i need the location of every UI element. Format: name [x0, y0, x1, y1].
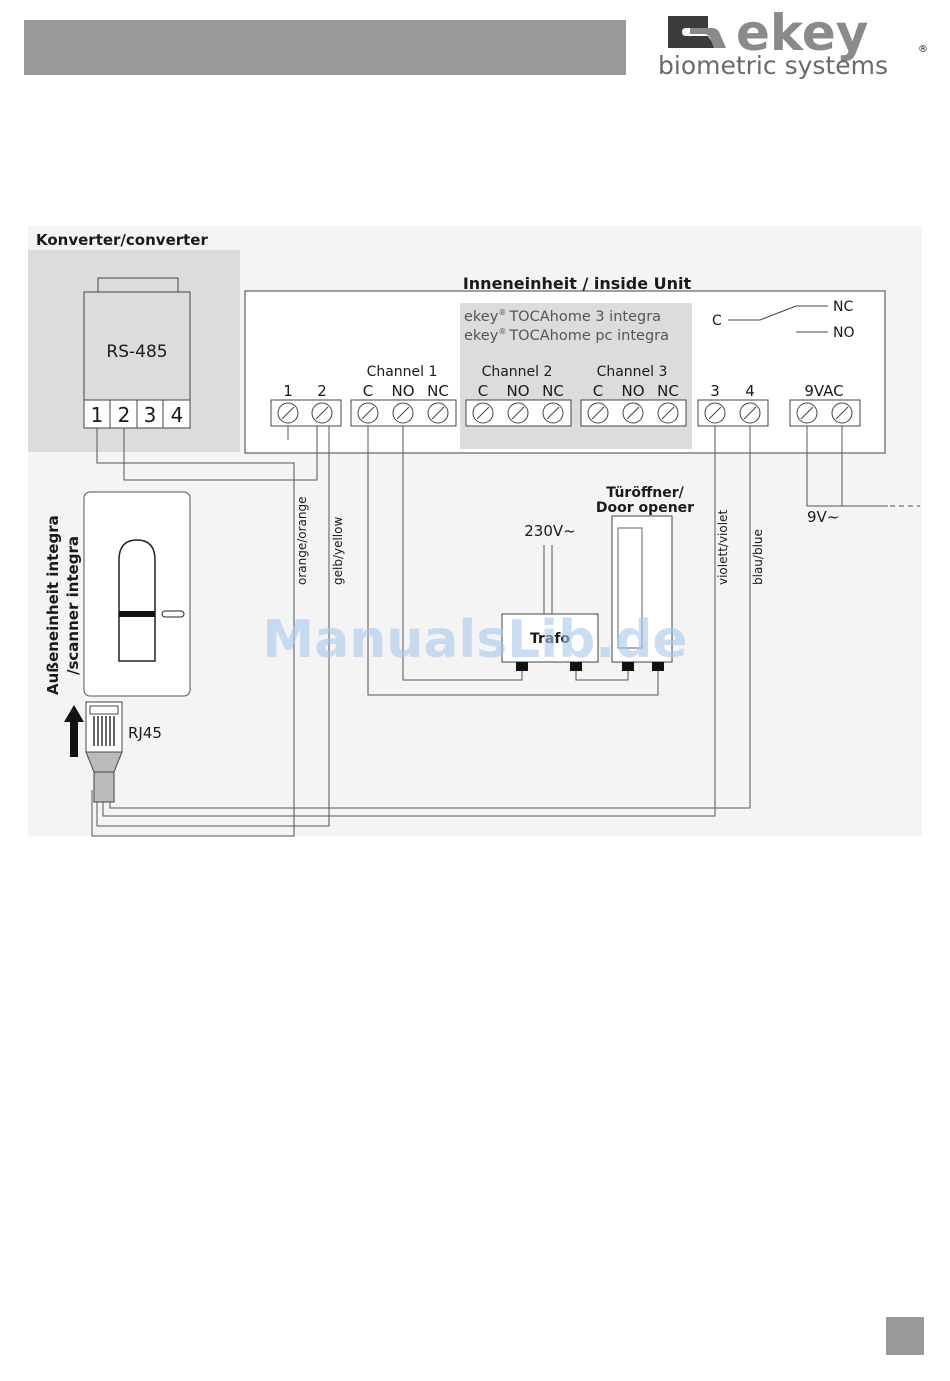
- model-1-mark: ®: [498, 308, 506, 317]
- converter-top-cap: [97, 277, 179, 293]
- screw-slot: [626, 406, 640, 420]
- transformer-label: Trafo: [530, 631, 570, 647]
- screw-slot: [396, 406, 410, 420]
- power-label: 9VAC: [804, 382, 843, 400]
- transformer-box: [501, 613, 599, 663]
- supply-label: 9V~: [807, 508, 839, 526]
- screw-slot: [708, 406, 722, 420]
- model-2-brand: ekey: [464, 328, 499, 344]
- rs485-label: RS-485: [106, 342, 167, 362]
- model-2-name: TOCAhome pc integra: [508, 328, 669, 344]
- ch2-c-label: C: [478, 382, 488, 400]
- opener-pin-2: [652, 662, 664, 671]
- wire-ch1-no: [402, 426, 523, 681]
- relay-switch-arm: [759, 305, 797, 321]
- converter-title: Konverter/converter: [36, 231, 208, 249]
- opener-pin-1: [622, 662, 634, 671]
- rj45-label: RJ45: [128, 724, 162, 742]
- converter-terminal-4: 4: [171, 403, 184, 427]
- door-opener-title-de: Türöffner/: [606, 485, 684, 501]
- tagline-text: biometric systems: [658, 51, 888, 80]
- converter-terminal-1: 1: [91, 403, 104, 427]
- screw-slot: [431, 406, 445, 420]
- channel-1-label: Channel 1: [367, 364, 438, 380]
- wire-label-yellow: gelb/yellow: [331, 517, 345, 585]
- wire-yellow: [96, 426, 330, 827]
- ch1-c-label: C: [363, 382, 373, 400]
- ch1-no-label: NO: [391, 382, 414, 400]
- ch2-nc-label: NC: [542, 382, 564, 400]
- converter-terminal-2: 2: [118, 403, 131, 427]
- screw-slot: [315, 406, 329, 420]
- relay-no-label: NO: [833, 325, 855, 341]
- terminal-label-3: 3: [710, 382, 720, 400]
- header-bar: [24, 20, 626, 75]
- model-line-1: ekey®TOCAhome 3 integra: [464, 308, 661, 325]
- registered-mark: ®: [918, 44, 928, 55]
- ekey-logo-mark: [668, 16, 726, 48]
- channel-3-label: Channel 3: [597, 364, 668, 380]
- screw-slot: [361, 406, 375, 420]
- screw-slot: [591, 406, 605, 420]
- rj45-connector: [85, 701, 123, 803]
- screw-slot: [281, 406, 295, 420]
- wire-violet: [102, 426, 716, 817]
- relay-nc-label: NC: [833, 299, 853, 315]
- channel-2-label: Channel 2: [482, 364, 553, 380]
- ch3-c-label: C: [593, 382, 603, 400]
- up-arrow-icon: [64, 705, 84, 757]
- screw-slot: [546, 406, 560, 420]
- screw-slot: [743, 406, 757, 420]
- scanner-title-de: Außeneinheit integra: [44, 515, 62, 695]
- page-corner-tab: [886, 1317, 924, 1355]
- relay-common-label: C: [712, 313, 722, 329]
- inside-unit-title: Inneneinheit / inside Unit: [463, 274, 692, 293]
- connector-pins: [516, 662, 664, 671]
- screw-slot: [800, 406, 814, 420]
- converter-terminal-3: 3: [144, 403, 157, 427]
- screw-slot: [661, 406, 675, 420]
- ch3-no-label: NO: [621, 382, 644, 400]
- model-1-name: TOCAhome 3 integra: [508, 309, 661, 325]
- door-opener-title-en: Door opener: [596, 500, 694, 516]
- terminal-label-4: 4: [745, 382, 755, 400]
- wire-label-blue: blau/blue: [751, 529, 765, 585]
- screw-slot: [835, 406, 849, 420]
- scanner-title-en: /scanner integra: [64, 536, 82, 675]
- mains-label: 230V~: [524, 522, 575, 540]
- wire-9v-a: [806, 426, 888, 507]
- wire-label-orange: orange/orange: [295, 496, 309, 585]
- ch1-nc-label: NC: [427, 382, 449, 400]
- wire-converter2-terminal2: [123, 426, 318, 481]
- watermark: ManualsLib.de: [262, 610, 687, 670]
- wire-converter1-orange: [91, 428, 295, 837]
- status-led: [161, 610, 185, 618]
- door-opener-inner: [617, 527, 643, 649]
- model-1-brand: ekey: [464, 309, 499, 325]
- screw-slot: [511, 406, 525, 420]
- wire-trafo-opener: [575, 668, 629, 681]
- model-2-mark: ®: [498, 327, 506, 336]
- sensor-bar: [119, 611, 155, 617]
- wiring: [91, 426, 920, 837]
- ch3-nc-label: NC: [657, 382, 679, 400]
- terminal-label-1: 1: [283, 382, 293, 400]
- ekey-logo: ekey ® biometric systems: [658, 4, 928, 80]
- brand-text: ekey: [736, 4, 868, 62]
- terminal-label-2: 2: [317, 382, 327, 400]
- wire-blue: [109, 426, 751, 809]
- model-line-2: ekey®TOCAhome pc integra: [464, 327, 669, 344]
- wire-ch1-c: [367, 426, 659, 696]
- trafo-pin-1: [516, 662, 528, 671]
- trafo-pin-2: [570, 662, 582, 671]
- screw-slot: [476, 406, 490, 420]
- wire-label-violet: violett/violet: [716, 510, 730, 585]
- fingerprint-sensor: [118, 539, 156, 662]
- ch2-no-label: NO: [506, 382, 529, 400]
